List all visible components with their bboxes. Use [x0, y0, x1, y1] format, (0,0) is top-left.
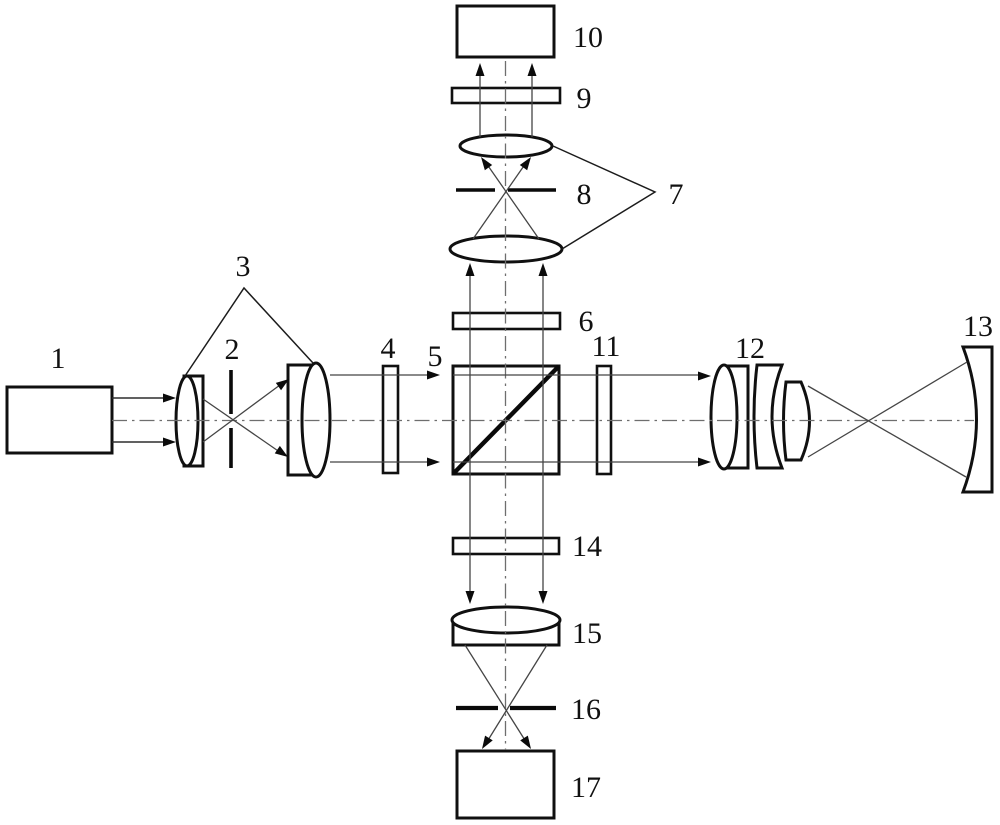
label-12: 12 [735, 332, 765, 365]
label-pointers [184, 145, 657, 377]
optical-plate-6 [451, 311, 562, 331]
label-1: 1 [51, 342, 66, 375]
objective-element-3 [782, 380, 811, 462]
label-2: 2 [225, 333, 240, 366]
objective-lens-group [709, 363, 811, 471]
optical-plate-4 [381, 364, 400, 475]
laser-source-box [5, 385, 114, 455]
label-15: 15 [572, 617, 602, 650]
label-16: 16 [571, 693, 601, 726]
label-9: 9 [577, 82, 592, 115]
label-7: 7 [669, 178, 684, 211]
beam-arrowheads [163, 63, 711, 749]
objective-element-2 [752, 363, 785, 470]
component-labels: 1 2 3 4 5 6 7 8 9 10 11 12 13 14 15 16 1… [51, 21, 994, 804]
detector-top-box [455, 4, 556, 59]
label-7-pointer [552, 145, 657, 250]
beam-rays [112, 67, 968, 746]
detector-bottom-box [455, 749, 556, 820]
objective-element-1-surface [709, 363, 739, 471]
focus-lens-bottom [450, 605, 562, 647]
label-6: 6 [579, 305, 594, 338]
label-13: 13 [963, 310, 993, 343]
label-4: 4 [381, 332, 396, 365]
label-11: 11 [592, 330, 621, 363]
label-3-pointer [184, 286, 314, 377]
label-3: 3 [236, 250, 251, 283]
concave-mirror [960, 345, 994, 494]
label-5: 5 [428, 340, 443, 373]
label-8: 8 [577, 178, 592, 211]
label-17: 17 [571, 771, 601, 804]
label-14: 14 [572, 530, 602, 563]
label-10: 10 [573, 21, 603, 54]
optical-axes [112, 61, 974, 750]
